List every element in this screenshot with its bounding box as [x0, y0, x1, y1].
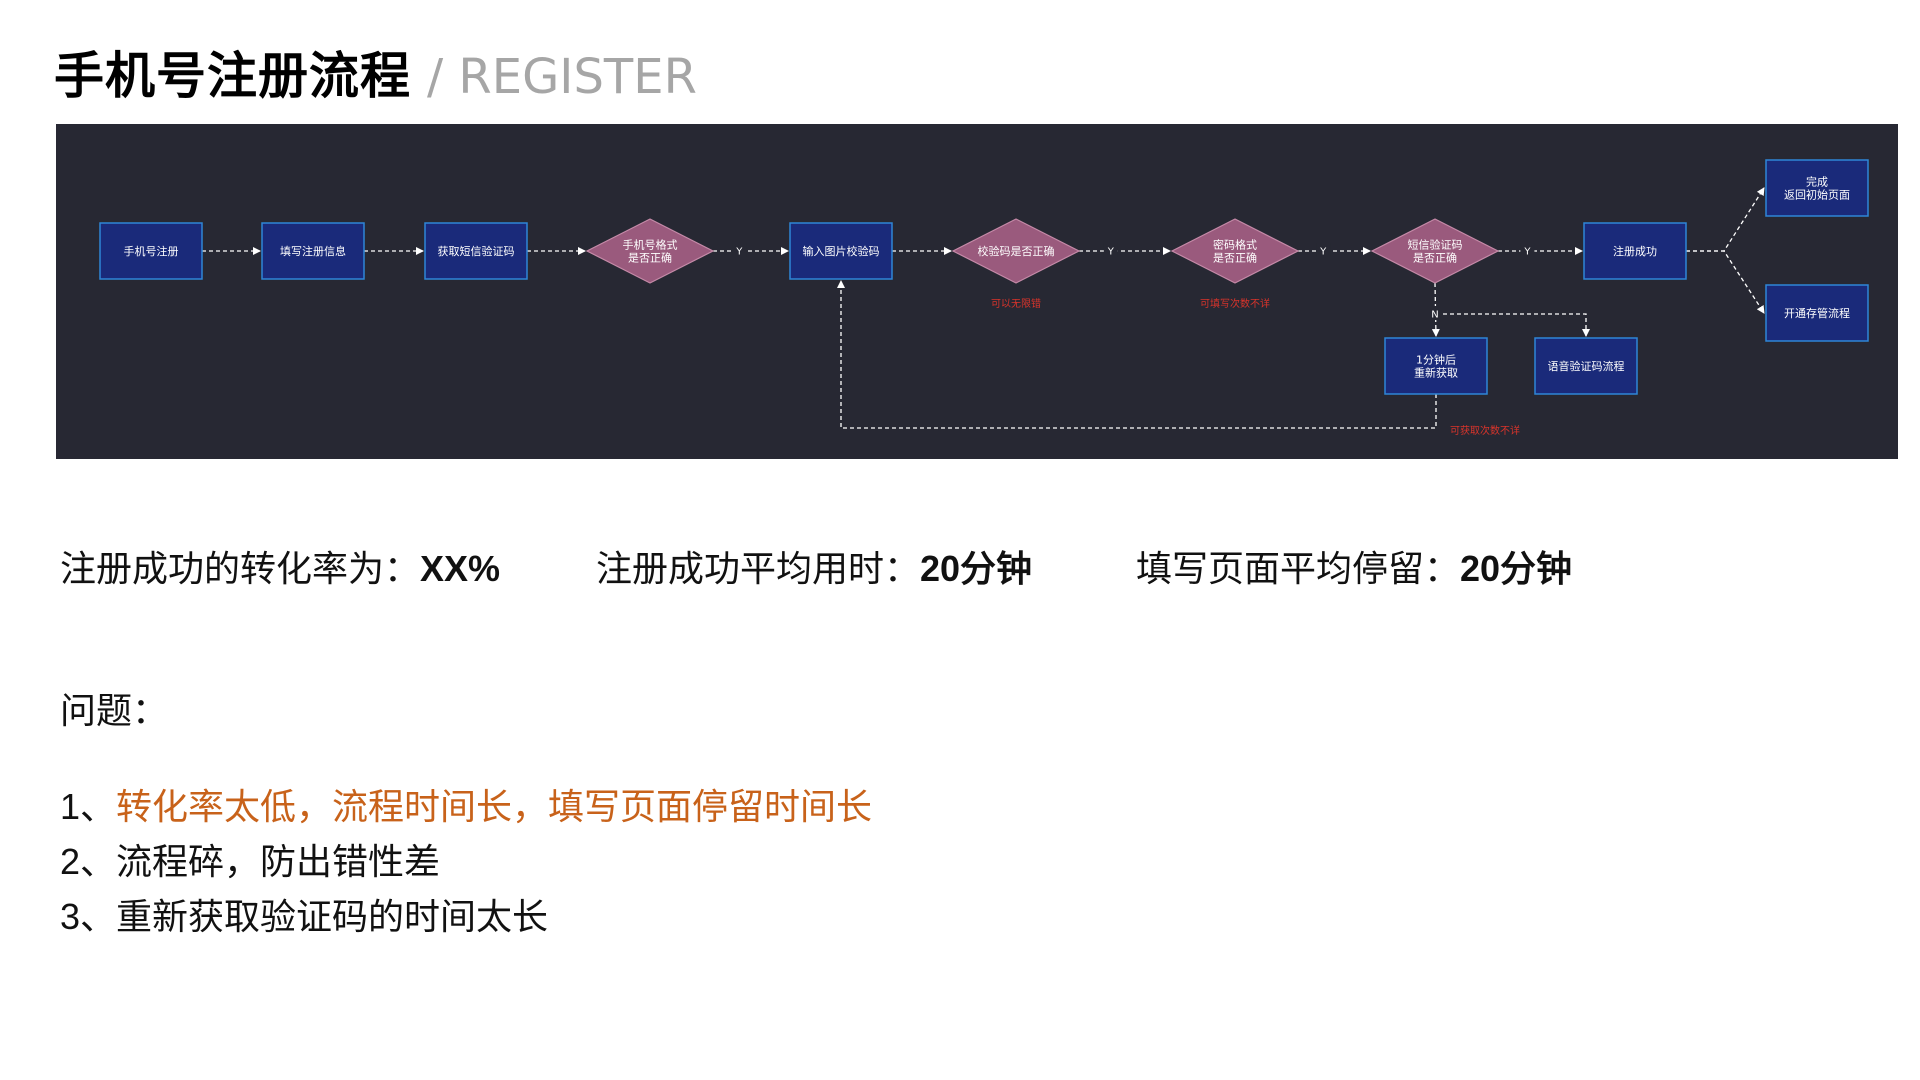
node-label: 密码格式	[1213, 238, 1257, 252]
edge-arrow	[1686, 187, 1765, 252]
issue-item: 3、重新获取验证码的时间太长	[60, 890, 872, 945]
process-box	[261, 222, 365, 280]
flow-node-n13: 语音验证码流程	[1534, 337, 1638, 395]
annotation-note: 可填写次数不详	[1200, 297, 1270, 310]
decision-diamond	[1370, 218, 1500, 284]
issue-number: 3、	[60, 896, 117, 937]
node-label: 开通存管流程	[1784, 306, 1850, 320]
stat-value: 20分钟	[920, 548, 1033, 589]
decision-diamond	[585, 218, 715, 284]
stat-label: 注册成功平均用时：	[596, 549, 921, 590]
annotation-note: 可以无限错	[991, 297, 1041, 310]
decision-diamond	[1170, 218, 1300, 284]
node-label: 完成	[1806, 175, 1828, 189]
node-label: 语音验证码流程	[1548, 359, 1625, 373]
issues-list: 1、转化率太低，流程时间长，填写页面停留时间长 2、流程碎，防出错性差 3、重新…	[60, 780, 872, 945]
process-box	[1765, 284, 1869, 342]
stat-value: 20分钟	[1460, 548, 1573, 589]
flow-edges: Y Y Y Y N	[202, 187, 1765, 429]
flow-node-n3: 获取短信验证码	[424, 222, 528, 280]
node-label: 手机号格式	[623, 238, 678, 252]
edge-label-bg	[1316, 243, 1331, 257]
node-label: 填写注册信息	[280, 244, 346, 258]
process-box	[1765, 159, 1869, 217]
process-box	[99, 222, 203, 280]
process-box	[789, 222, 893, 280]
edge-arrow	[1686, 250, 1765, 314]
process-box	[424, 222, 528, 280]
edge-arrow	[837, 280, 1437, 429]
flow-node-n1: 手机号注册	[99, 222, 203, 280]
node-label: 校验码是否正确	[978, 244, 1055, 258]
issue-text: 流程碎，防出错性差	[116, 842, 441, 883]
edge-label: N	[1431, 310, 1438, 321]
flow-node-n9: 注册成功	[1583, 222, 1687, 280]
flow-node-n6: 校验码是否正确	[951, 218, 1081, 284]
edge-arrow	[1443, 313, 1590, 337]
node-label: 是否正确	[1213, 252, 1257, 265]
edge-arrow	[1431, 282, 1440, 337]
node-label: 输入图片校验码	[803, 244, 880, 258]
edge-label-bg	[1428, 306, 1442, 320]
node-label: 是否正确	[628, 252, 672, 265]
stat-label: 填写页面平均停留：	[1136, 549, 1461, 590]
title-main: 手机号注册流程	[54, 47, 411, 105]
process-box	[1384, 337, 1488, 395]
issues-heading: 问题：	[60, 691, 169, 732]
node-label: 短信验证码	[1408, 238, 1463, 252]
stat-label: 注册成功的转化率为：	[60, 549, 421, 590]
node-label: 注册成功	[1613, 244, 1657, 258]
edge-label-bg	[1103, 243, 1118, 257]
process-box	[1583, 222, 1687, 280]
issue-item: 1、转化率太低，流程时间长，填写页面停留时间长	[60, 780, 872, 835]
flow-node-n5: 输入图片校验码	[789, 222, 893, 280]
issue-item: 2、流程碎，防出错性差	[60, 835, 872, 890]
process-box	[1534, 337, 1638, 395]
flow-node-n2: 填写注册信息	[261, 222, 365, 280]
title-subtitle: / REGISTER	[427, 49, 697, 105]
stat-average-time: 注册成功平均用时：20分钟	[596, 540, 1032, 592]
issue-text: 转化率太低，流程时间长，填写页面停留时间长	[116, 787, 873, 828]
flow-nodes: 手机号注册填写注册信息获取短信验证码手机号格式是否正确输入图片校验码校验码是否正…	[99, 159, 1869, 437]
node-label: 是否正确	[1413, 252, 1457, 265]
annotation-note: 可获取次数不详	[1450, 424, 1520, 437]
issue-text: 重新获取验证码的时间太长	[116, 897, 549, 938]
stat-value: XX%	[420, 548, 501, 589]
edge-label-bg	[1520, 243, 1535, 257]
stat-conversion-rate: 注册成功的转化率为：XX%	[60, 540, 500, 592]
edge-label: Y	[1319, 247, 1327, 258]
edge-label: Y	[1523, 247, 1531, 258]
decision-diamond	[951, 218, 1081, 284]
node-label: 重新获取	[1414, 366, 1458, 380]
issue-number: 1、	[60, 786, 117, 827]
edge-label: Y	[1107, 247, 1115, 258]
issue-number: 2、	[60, 841, 117, 882]
stat-page-stay: 填写页面平均停留：20分钟	[1136, 540, 1572, 592]
edge-label: Y	[735, 247, 743, 258]
flow-node-n11: 开通存管流程	[1765, 284, 1869, 342]
node-label: 1分钟后	[1416, 353, 1456, 367]
node-label: 返回初始页面	[1784, 188, 1850, 202]
edge-label-bg	[732, 243, 747, 257]
page-title: 手机号注册流程 / REGISTER	[54, 36, 697, 108]
node-label: 手机号注册	[124, 244, 179, 258]
node-label: 获取短信验证码	[438, 244, 515, 258]
